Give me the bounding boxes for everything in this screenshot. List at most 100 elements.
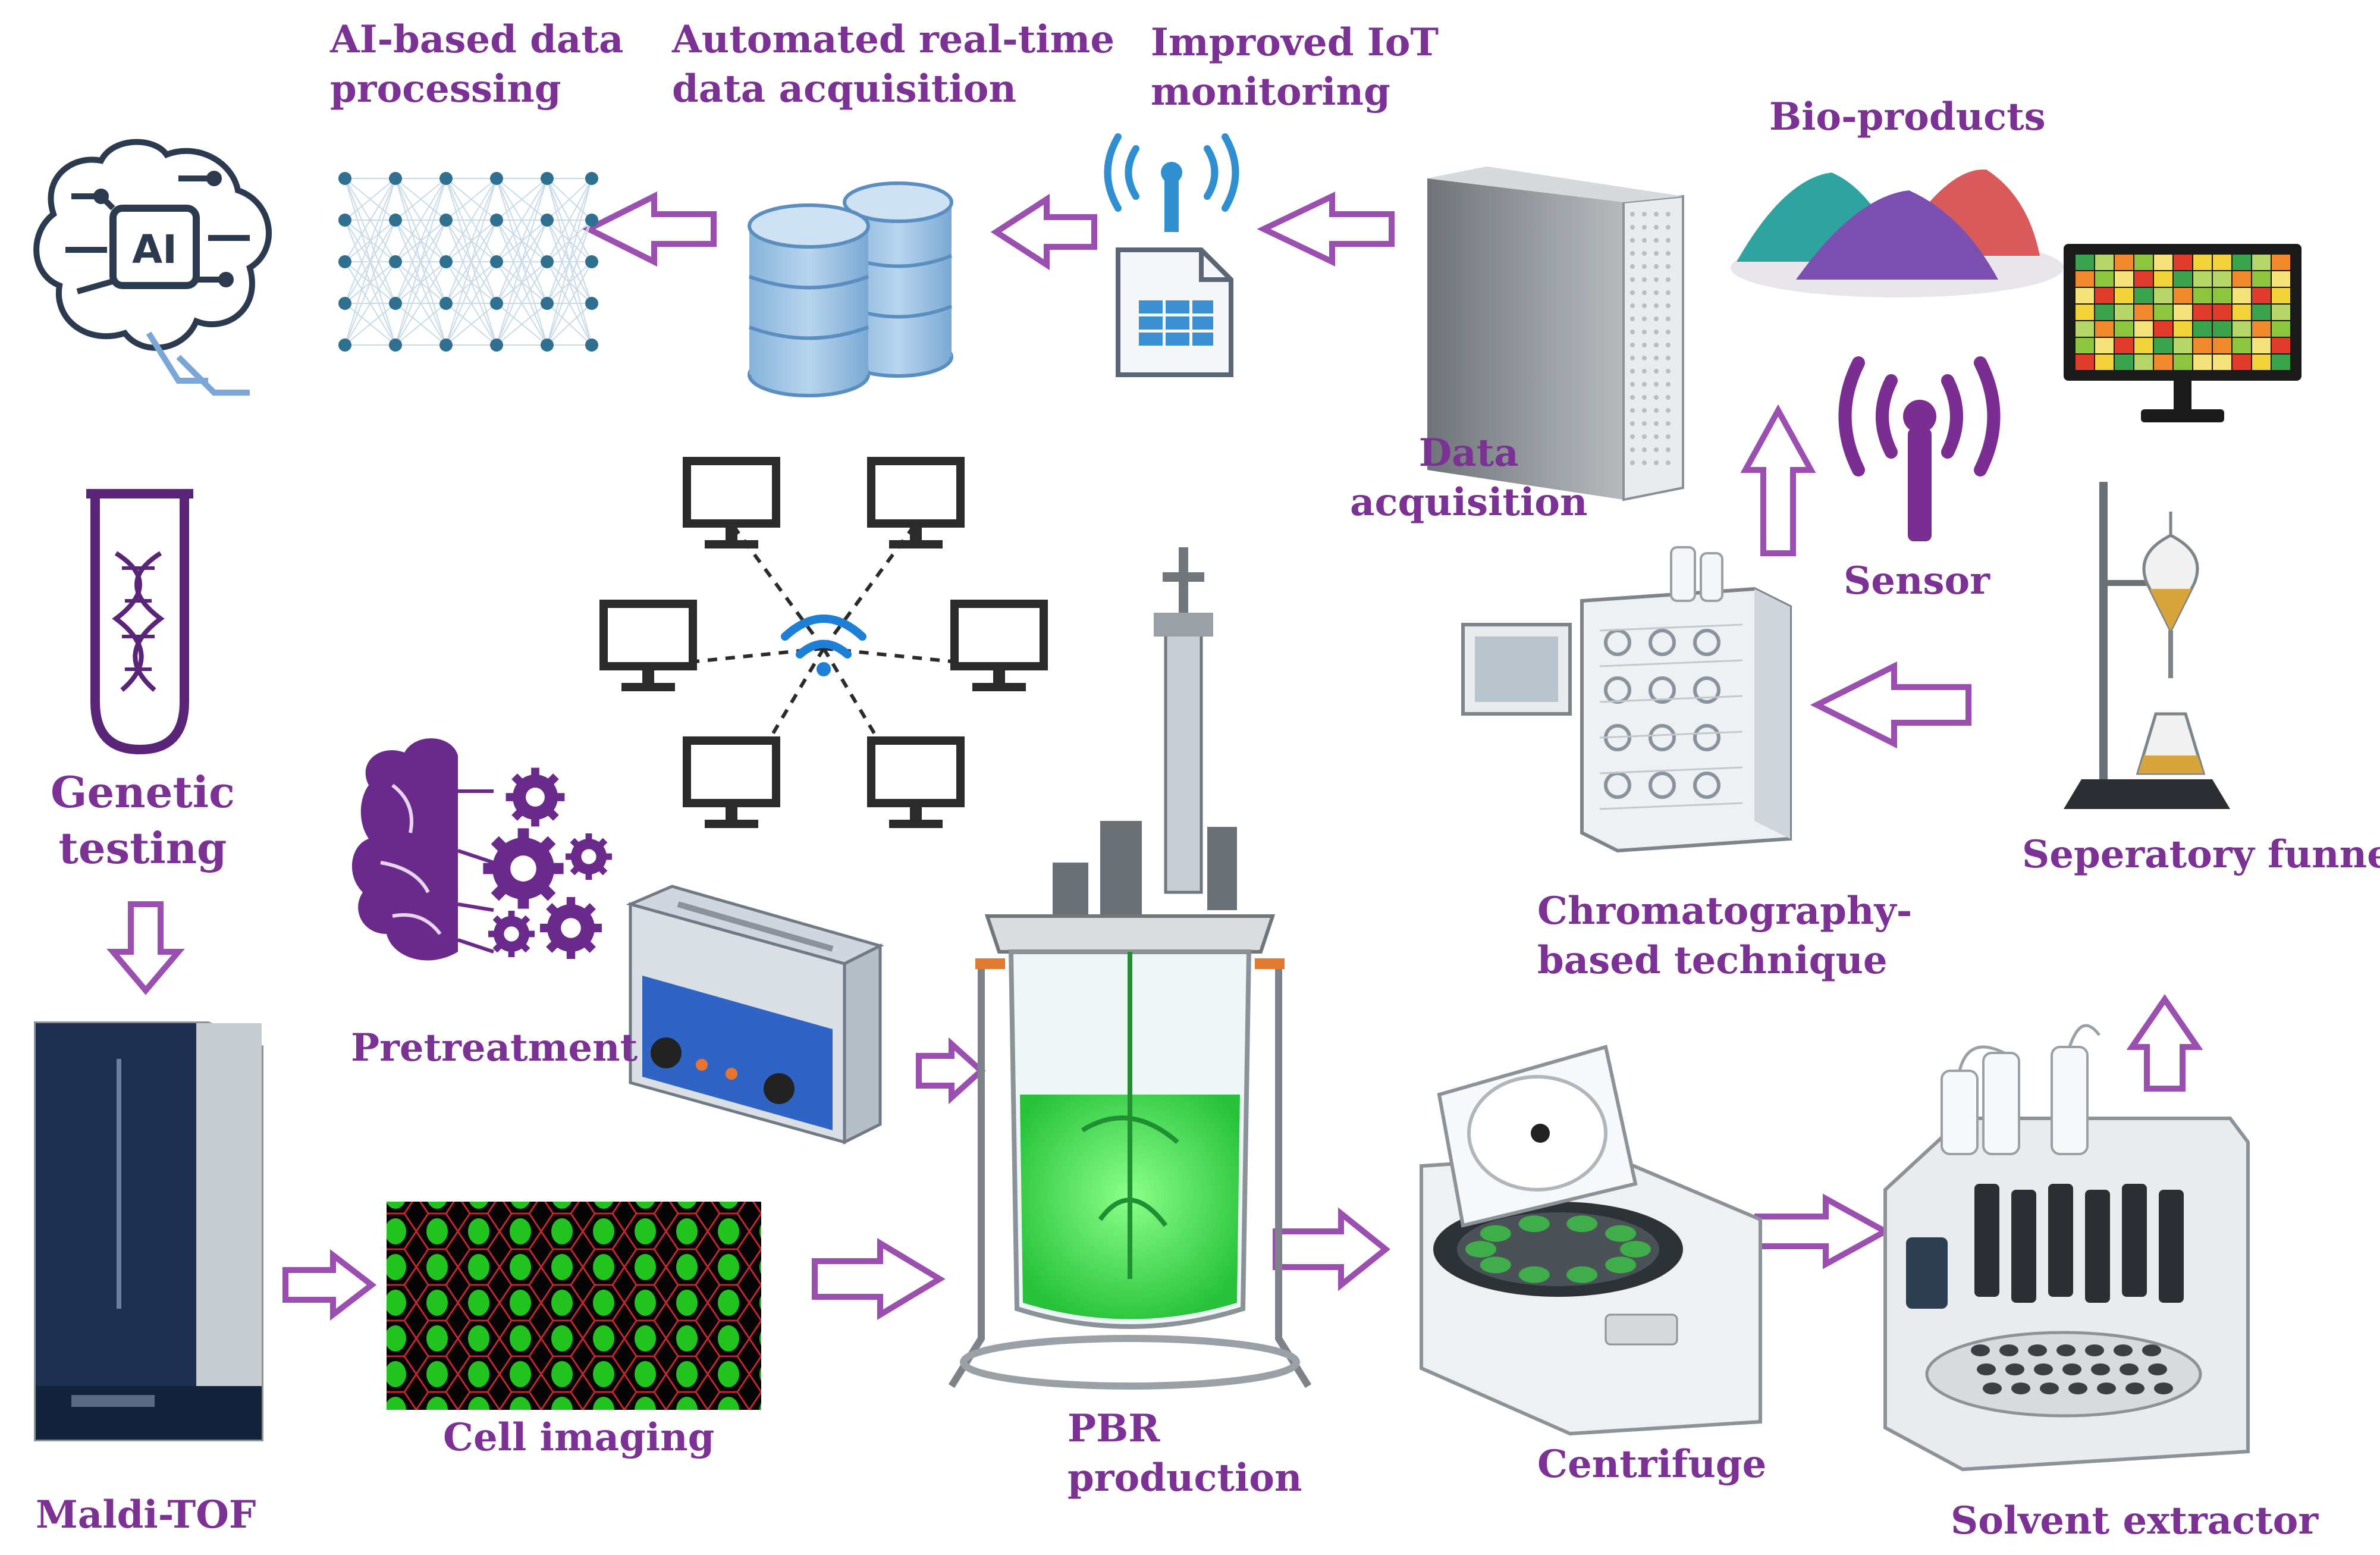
neuron-node: [541, 172, 554, 185]
gear-icon: [505, 767, 565, 827]
neuron-node: [338, 255, 351, 268]
centrifuge-icon: [1420, 1045, 1762, 1436]
label-pbr-production: PBR production: [1067, 1404, 1302, 1503]
neuron-node: [338, 338, 351, 352]
neuron-node: [439, 255, 453, 268]
ai-brain-icon: [33, 139, 272, 396]
gear-icon: [483, 828, 564, 909]
neuron-node: [585, 214, 598, 227]
neuron-node: [585, 297, 598, 310]
ai-chip-label: AI: [132, 227, 177, 272]
label-line: Improved IoT: [1151, 20, 1439, 65]
label-ai-processing: AI-based data processing: [330, 15, 623, 114]
neuron-node: [585, 338, 598, 352]
label-line: data acquisition: [672, 67, 1016, 112]
label-line: processing: [330, 67, 561, 112]
label-iot-monitoring: Improved IoT monitoring: [1151, 18, 1439, 117]
neuron-node: [585, 255, 598, 268]
neuron-node: [541, 338, 554, 352]
computer-icon: [599, 600, 697, 691]
label-line: testing: [58, 822, 227, 873]
gear-icon: [566, 833, 612, 880]
neuron-node: [389, 297, 402, 310]
computer-icon: [683, 736, 780, 828]
neuron-node: [541, 297, 554, 310]
label-pretreatment: Pretreatment: [351, 1026, 638, 1070]
neuron-node: [389, 338, 402, 352]
arrow-pretreat-to-pbr: [916, 1037, 986, 1105]
label-line: Automated real-time: [672, 17, 1115, 62]
label-line: acquisition: [1350, 480, 1588, 525]
computer-icon: [867, 457, 965, 548]
neuron-node: [490, 214, 503, 227]
neuron-node: [389, 255, 402, 268]
label-line: based technique: [1537, 938, 1888, 983]
label-data-acquisition: Data acquisition: [1350, 428, 1587, 527]
ultrasonic-bath-icon: [626, 885, 884, 1145]
neuron-node: [389, 172, 402, 185]
maldi-tof-icon: [34, 1021, 263, 1441]
cell-image-icon: [387, 1202, 761, 1410]
label-bio-products: Bio-products: [1769, 95, 2046, 139]
bioreactor-icon: [948, 547, 1312, 1390]
label-line: PBR: [1067, 1406, 1160, 1451]
heatmap-monitor-icon: [2064, 244, 2301, 422]
solvent-extractor-icon: [1883, 1024, 2250, 1472]
neuron-node: [490, 297, 503, 310]
gear-icon: [488, 911, 535, 957]
label-line: Chromatography-: [1537, 889, 1913, 933]
label-sensor: Sensor: [1844, 559, 1990, 603]
label-automated-acquisition: Automated real-time data acquisition: [672, 15, 1114, 114]
arrow-pbr-to-centrifuge: [1273, 1207, 1391, 1291]
label-chromatography: Chromatography- based technique: [1537, 886, 1912, 985]
arrow-maldi-to-cells: [282, 1249, 377, 1321]
brain-gears-icon: [351, 738, 612, 961]
neuron-node: [338, 214, 351, 227]
neuron-node: [338, 172, 351, 185]
label-cell-imaging: Cell imaging: [443, 1415, 715, 1460]
powder-piles-icon: [1731, 169, 2064, 297]
label-centrifuge: Centrifuge: [1537, 1442, 1767, 1487]
computer-icon: [950, 600, 1048, 691]
database-icon: [748, 181, 953, 397]
computer-network-icon: [599, 457, 1048, 828]
wifi-icon: [781, 615, 866, 676]
label-separatory-funnel: Seperatory funnel: [2022, 832, 2380, 877]
neuron-node: [490, 255, 503, 268]
neuron-node: [541, 214, 554, 227]
label-line: Data: [1418, 431, 1519, 475]
neuron-node: [439, 214, 453, 227]
computer-icon: [683, 457, 780, 548]
iot-antenna-icon: [1104, 133, 1239, 232]
arrow-centrifuge-to-extractor: [1754, 1193, 1892, 1269]
label-line: AI-based data: [330, 17, 624, 62]
neural-network-icon: [338, 172, 598, 352]
label-line: Genetic: [51, 767, 235, 817]
arrow-db-to-ai: [582, 191, 717, 267]
label-maldi-tof: Maldi-TOF: [36, 1493, 256, 1537]
dna-tube-icon: [86, 489, 193, 755]
label-line: production: [1067, 1456, 1302, 1501]
wireless-sensor-icon: [1838, 356, 2001, 541]
arrow-funnel-to-chrom: [1810, 661, 1971, 749]
arrow-server-to-iot: [1257, 192, 1395, 267]
arrow-genetic-to-maldi: [106, 901, 185, 995]
neuron-node: [490, 338, 503, 352]
separatory-funnel-icon: [2064, 482, 2230, 809]
chromatography-icon: [1461, 546, 1792, 853]
neuron-node: [439, 172, 453, 185]
arrow-extractor-to-funnel: [2126, 994, 2203, 1092]
spreadsheet-icon: [1116, 247, 1233, 377]
arrow-chrom-to-bio: [1740, 404, 1816, 556]
neuron-node: [541, 255, 554, 268]
neuron-node: [389, 214, 402, 227]
label-solvent-extractor: Solvent extractor: [1951, 1498, 2319, 1543]
gear-icon: [540, 897, 602, 959]
label-genetic-testing: Genetic testing: [51, 764, 235, 876]
arrow-iot-to-db: [990, 193, 1097, 271]
neuron-node: [585, 172, 598, 185]
neuron-node: [439, 338, 453, 352]
computer-icon: [867, 736, 965, 828]
neuron-node: [439, 297, 453, 310]
